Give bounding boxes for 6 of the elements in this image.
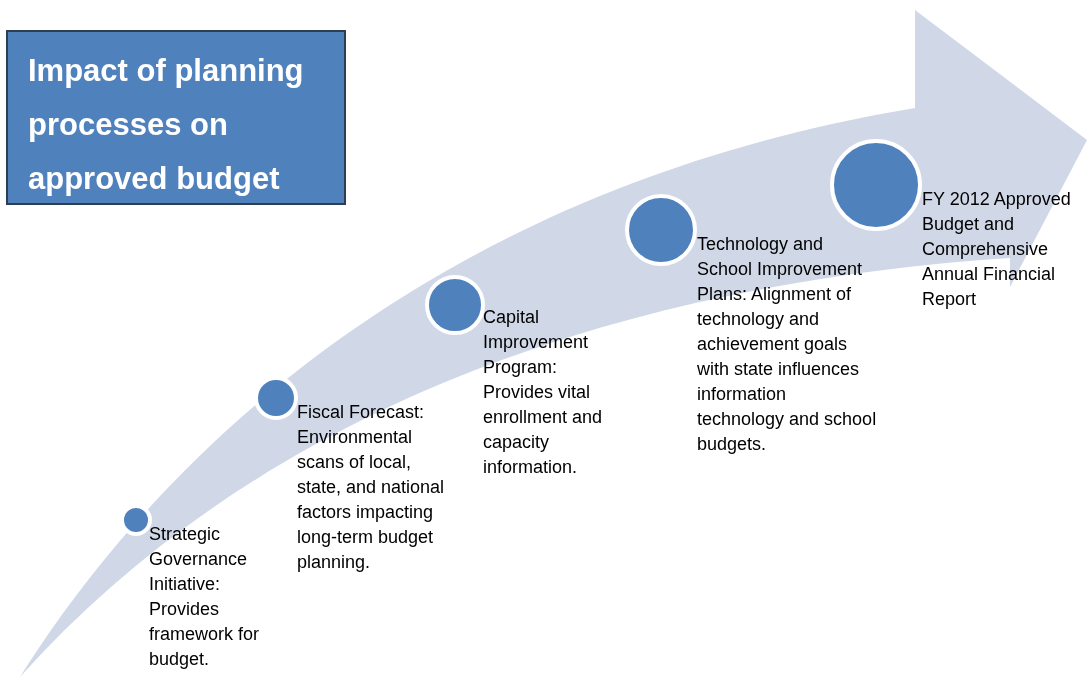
step-description: FY 2012 Approved Budget and Comprehensive Annual Financial Report bbox=[922, 188, 1072, 311]
step-description: Technology and School Improvement Plans: Alignment of technology and achievement goals with state influences information technology and school budgets. bbox=[697, 233, 877, 456]
title-box: Impact of planning processes on approved budget bbox=[6, 30, 346, 205]
step-description: Strategic Governance Initiative: Provides framework for budget. bbox=[149, 523, 261, 671]
step-description: Fiscal Forecast: Environmental scans of local, state, and national factors impacting long-term budget planning. bbox=[297, 401, 446, 574]
step-description: Capital Improvement Program: Provides vital enrollment and capacity information. bbox=[483, 306, 604, 479]
